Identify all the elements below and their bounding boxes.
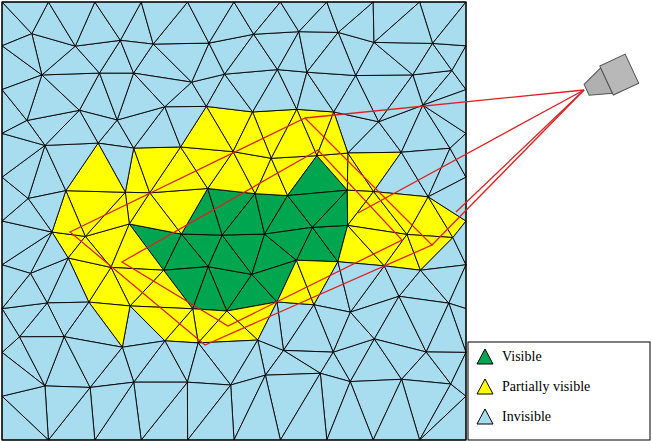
mesh-triangle xyxy=(188,385,234,440)
legend-swatch xyxy=(477,349,493,364)
mesh-triangle xyxy=(428,177,466,221)
mesh-triangle xyxy=(165,106,207,147)
mesh-triangle xyxy=(449,265,466,309)
mesh-triangle xyxy=(420,396,466,440)
mesh-triangle xyxy=(451,352,466,396)
frustum-outer xyxy=(70,118,432,345)
mesh-triangle xyxy=(271,109,317,158)
legend-box xyxy=(468,342,650,440)
mesh-triangle xyxy=(234,375,280,440)
mesh-triangle xyxy=(433,2,466,46)
legend-swatch xyxy=(477,409,493,424)
mesh-triangle xyxy=(2,34,42,75)
mesh-triangle xyxy=(233,112,271,158)
mesh-triangle xyxy=(45,386,90,440)
legend-label: Visible xyxy=(502,349,542,365)
mesh-triangle xyxy=(423,90,466,134)
mesh-triangle xyxy=(452,46,466,90)
mesh-triangle xyxy=(2,2,48,34)
mesh-triangle xyxy=(111,224,164,270)
mesh-triangle xyxy=(48,2,94,46)
mesh-triangle xyxy=(134,147,181,193)
frustum-ray xyxy=(456,90,584,212)
mesh-triangle xyxy=(312,190,347,227)
mesh-triangle xyxy=(2,396,48,440)
frustum-ray xyxy=(305,90,584,118)
mesh-triangle xyxy=(288,190,348,227)
mesh-triangle xyxy=(307,32,356,75)
mesh-triangle xyxy=(2,309,20,353)
legend-label: Partially visible xyxy=(502,379,590,395)
mesh-triangle xyxy=(420,384,466,440)
mesh-triangle xyxy=(64,337,122,388)
mesh-triangle xyxy=(426,303,466,352)
mesh-border xyxy=(2,2,466,440)
mesh-triangle xyxy=(187,343,230,385)
mesh-triangle xyxy=(90,382,134,440)
mesh-triangle xyxy=(68,236,111,267)
frustum-ray xyxy=(432,90,584,245)
mesh-triangle xyxy=(120,40,153,73)
mesh-triangle xyxy=(2,120,45,145)
mesh-triangle xyxy=(2,75,42,121)
camera-icon xyxy=(580,54,639,104)
mesh-triangle xyxy=(280,373,326,440)
mesh-triangle xyxy=(283,305,333,352)
mesh-triangle xyxy=(2,352,45,396)
mesh-triangle xyxy=(265,350,320,375)
mesh-triangle xyxy=(2,265,30,309)
mesh-triangle xyxy=(181,147,233,189)
mesh-triangle xyxy=(384,266,420,296)
mesh-triangle xyxy=(373,379,419,440)
mesh-triangle xyxy=(374,2,433,43)
view-frustum xyxy=(70,90,584,345)
mesh-triangle xyxy=(379,75,423,122)
mesh-triangle xyxy=(193,267,227,311)
mesh-triangle xyxy=(141,2,187,44)
mesh-triangle xyxy=(42,73,100,110)
mesh-triangle xyxy=(153,43,209,82)
triangle-mesh xyxy=(2,2,466,440)
legend-label: Invisible xyxy=(502,409,551,425)
frustum-inner xyxy=(122,150,402,326)
mesh-triangle xyxy=(134,73,192,107)
mesh-triangle xyxy=(317,153,348,190)
mesh-triangle xyxy=(99,73,133,120)
mesh-triangle xyxy=(265,227,313,260)
mesh-triangle xyxy=(134,382,188,440)
mesh-triangle xyxy=(327,382,373,440)
mesh-triangle xyxy=(453,221,466,265)
mesh-triangle xyxy=(95,2,141,40)
frustum-ray xyxy=(358,90,584,213)
mesh-triangle xyxy=(45,143,98,191)
mesh-triangle xyxy=(327,2,373,32)
legend-swatch xyxy=(477,379,493,394)
